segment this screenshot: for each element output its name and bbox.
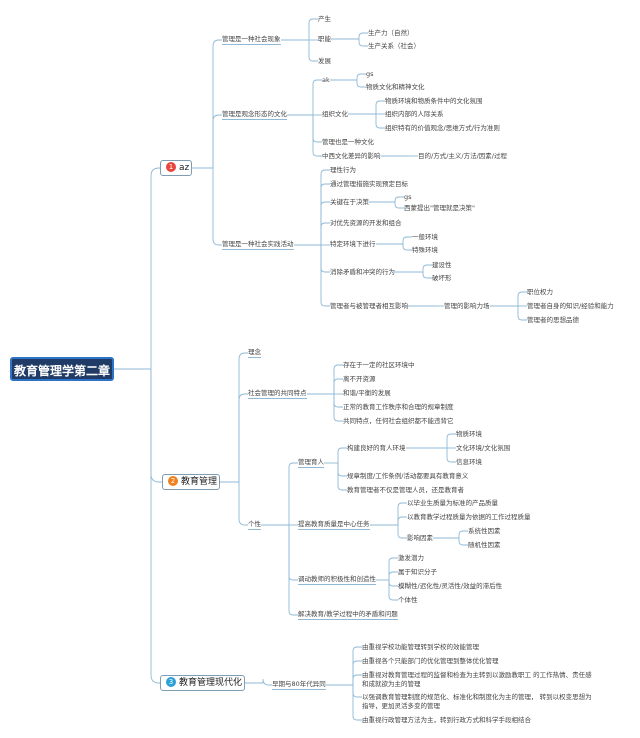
node-b2-s3-b3a[interactable]: 系统性因素 xyxy=(468,527,501,535)
node-b1-s2-a1[interactable]: gs xyxy=(366,70,374,78)
node-b1-s3-f[interactable]: 消除矛盾和冲突的行为 xyxy=(330,268,395,276)
node-b1-s3-e[interactable]: 特定环境下进行 xyxy=(330,240,376,248)
node-b1-s2[interactable]: 管理是观念形态的文化 xyxy=(222,110,287,120)
node-b2-s3-a1a[interactable]: 物质环境 xyxy=(456,430,482,438)
node-b2-s2-c1[interactable]: 存在于一定的社区环境中 xyxy=(343,361,415,369)
node-b1-s2-b1[interactable]: 物质环境和物质条件中的文化氛围 xyxy=(385,97,483,105)
node-b2-s3-b[interactable]: 提高教育质量是中心任务 xyxy=(298,520,370,530)
node-b1-s3-a[interactable]: 理性行为 xyxy=(330,166,356,174)
node-b3-s1-c3[interactable]: 由重视对教育管理过程的监督和检查为主转到以激励教职工 的工作热情、责任感 xyxy=(362,671,592,679)
node-b1-s2-a2[interactable]: 物质文化和精神文化 xyxy=(366,83,425,91)
node-b2-s3-a3[interactable]: 教育管理者不仅是管理人员，还是教育者 xyxy=(347,486,464,494)
node-b1-s3-b[interactable]: 通过管理措施实现预定目标 xyxy=(330,180,408,188)
node-b2-s3-c4[interactable]: 个体性 xyxy=(398,596,418,604)
node-b3-s1-c4-cont[interactable]: 指导，更加灵活多变的管理 xyxy=(362,702,440,710)
main-topic-1-label: az xyxy=(179,163,190,173)
node-b3-s1-c5[interactable]: 由重视行政管理方法为主，转到行政方式和科学手段相结合 xyxy=(362,716,531,724)
node-b1-s3-c[interactable]: 关键在于决策 xyxy=(330,198,369,206)
node-b1-s3[interactable]: 管理是一种社会实践活动 xyxy=(222,240,294,250)
node-b2-s3-a1[interactable]: 构建良好的育人环境 xyxy=(347,444,406,452)
node-b1-s1-c2[interactable]: 职能 xyxy=(318,35,331,43)
node-b1-s3-g1a[interactable]: 职位权力 xyxy=(527,288,553,296)
node-b2-s2-c2[interactable]: 离不开资源 xyxy=(343,375,376,383)
main-topic-3-label: 教育管理现代化 xyxy=(179,678,243,688)
node-b1-s3-g1c[interactable]: 管理者的思想品德 xyxy=(527,316,579,324)
node-b2-s3-b1[interactable]: 以毕业生质量为标准的产品质量 xyxy=(407,499,498,507)
number-badge-1: 1 xyxy=(166,161,176,172)
node-b3-s1-c1[interactable]: 由重视学校功能管理转到学校的效能管理 xyxy=(362,643,479,651)
node-b2-s3[interactable]: 个性 xyxy=(248,520,261,530)
number-badge-3: 3 xyxy=(166,676,176,687)
node-b2-s3-c1[interactable]: 激发潜力 xyxy=(398,554,424,562)
node-b2-s2[interactable]: 社会管理的共同特点 xyxy=(248,389,307,399)
node-b1-s3-g[interactable]: 管理者与被管理者相互影响 xyxy=(330,302,408,310)
node-b1-s2-b[interactable]: 组织文化 xyxy=(322,110,348,118)
node-b1-s2-b3[interactable]: 组织特有的价值观念/思维方式/行为准则 xyxy=(385,124,500,132)
node-b1-s1[interactable]: 管理是一种社会现象 xyxy=(222,35,281,45)
node-b1-s3-e2[interactable]: 特殊环境 xyxy=(412,246,438,254)
node-b2-s3-b2[interactable]: 以教育教学过程质量为依据的工作过程质量 xyxy=(407,513,531,521)
node-b1-s3-e1[interactable]: 一般环境 xyxy=(412,233,438,241)
node-b1-s2-d1[interactable]: 目的/方式/主义/方法/因素/过程 xyxy=(418,152,507,160)
node-b1-s2-d[interactable]: 中西文化差异的影响 xyxy=(322,152,381,160)
node-b1-s3-c1[interactable]: gs xyxy=(404,193,412,201)
node-b2-s3-a1c[interactable]: 信息环境 xyxy=(456,458,482,466)
number-badge-2: 2 xyxy=(168,475,178,486)
node-b2-s3-c3[interactable]: 模糊性/迟化性/灵活性/效益的滞后性 xyxy=(398,582,503,590)
node-b2-s2-c5[interactable]: 共同特点，任何社会组织都不能违背它 xyxy=(343,417,454,425)
node-b2-s2-c4[interactable]: 正常的教育工作秩序和合理的规章制度 xyxy=(343,403,454,411)
node-b2-s3-c2[interactable]: 属于知识分子 xyxy=(398,568,437,576)
node-b3-s1-c4[interactable]: 以强调教育管理制度的规范化、标准化和制度化为主的管理， 转到以权变思想为 xyxy=(362,693,592,701)
node-b2-s3-a1b[interactable]: 文化环境/文化氛围 xyxy=(456,444,511,452)
node-b1-s3-f1[interactable]: 建设性 xyxy=(432,261,452,269)
node-b2-s3-a2[interactable]: 规章制度/工作条例/活动都要具有教育意义 xyxy=(347,472,469,480)
root-topic[interactable]: 教育管理学第二章 xyxy=(10,357,114,381)
node-b2-s3-d[interactable]: 解决教育/教学过程中的矛盾和问题 xyxy=(298,610,398,620)
node-b1-s2-b2[interactable]: 组织内部的人际关系 xyxy=(385,110,444,118)
node-b1-s3-g1b[interactable]: 管理者自身的知识/经验和能力 xyxy=(527,302,614,310)
node-b2-s3-b3[interactable]: 影响因素 xyxy=(407,534,433,542)
node-b1-s1-c2a[interactable]: 生产力（自然） xyxy=(368,29,414,37)
node-b3-s1-c2[interactable]: 由重视各个只能部门的优化管理到整体优化管理 xyxy=(362,657,499,665)
node-b1-s3-d[interactable]: 对优先资源的开发和组合 xyxy=(330,219,402,227)
node-b3-s1-c3-cont[interactable]: 和成就欲为主的管理 xyxy=(362,680,421,688)
node-b1-s1-c2b[interactable]: 生产关系（社会） xyxy=(368,42,420,50)
node-b1-s2-a[interactable]: ak xyxy=(322,76,330,84)
main-topic-2-label: 教育管理 xyxy=(181,477,218,487)
node-b2-s2-c3[interactable]: 和谐/平衡的发展 xyxy=(343,389,391,397)
node-b2-s3-a[interactable]: 管理育人 xyxy=(298,458,324,468)
node-b1-s3-f2[interactable]: 破坏形 xyxy=(432,274,452,282)
node-b2-s3-b3b[interactable]: 随机性因素 xyxy=(468,541,501,549)
node-b2-s1[interactable]: 理念 xyxy=(248,348,261,358)
node-b1-s3-g1[interactable]: 管理的影响力场 xyxy=(444,302,490,310)
node-b2-s3-c[interactable]: 调动教师的积极性和创造性 xyxy=(298,575,376,585)
node-b1-s3-c2[interactable]: 西蒙提出"管理就是决策" xyxy=(404,204,475,212)
node-b1-s2-c[interactable]: 管理也是一种文化 xyxy=(322,138,374,146)
node-b3-s1[interactable]: 早期与80年代异同 xyxy=(272,680,326,690)
node-b1-s1-c1[interactable]: 产生 xyxy=(318,15,331,23)
node-b1-s1-c3[interactable]: 发展 xyxy=(318,57,331,65)
